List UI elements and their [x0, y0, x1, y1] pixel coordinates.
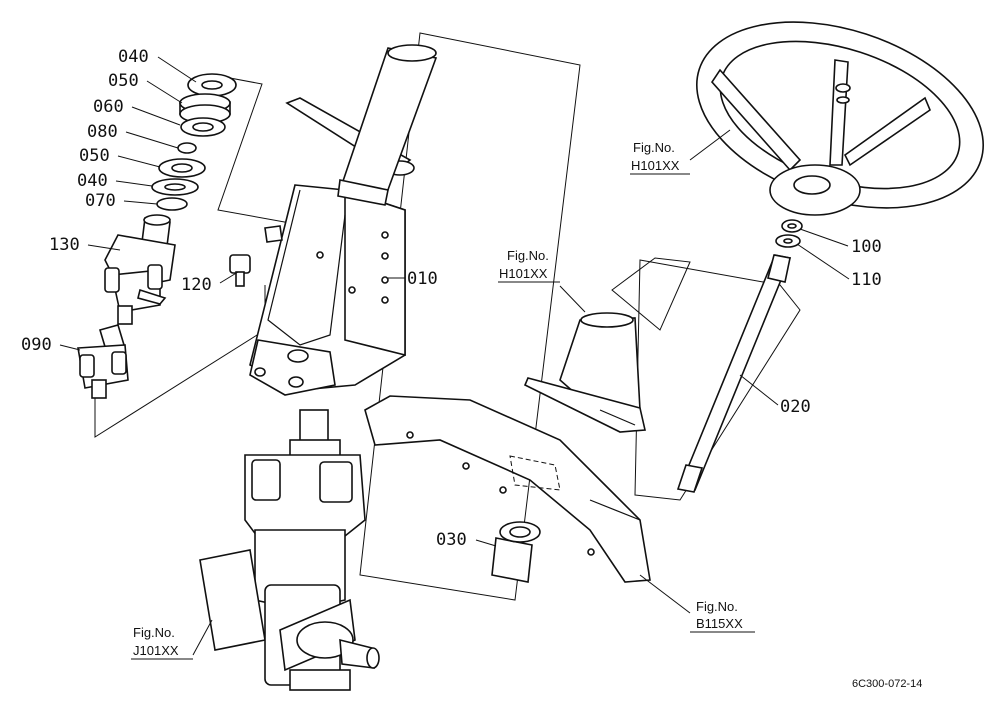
callout-100: 100 [851, 237, 882, 257]
callout-040-bottom: 040 [77, 171, 108, 191]
nut-100 [781, 219, 803, 233]
fig-ref-title-gearbox: Fig.No. [133, 625, 175, 640]
fig-ref-title-steering-wheel: Fig.No. [633, 140, 675, 155]
bushing-030 [491, 521, 541, 583]
fig-ref-code-steering-wheel: H101XX [631, 158, 680, 173]
washer-110 [775, 234, 801, 248]
callout-050-bottom: 050 [79, 146, 110, 166]
callout-010: 010 [407, 269, 438, 289]
universal-joint-090 [77, 324, 129, 399]
fig-ref-code-panel: B115XX [696, 616, 743, 631]
bolt-120 [229, 254, 251, 287]
leader-lines [59, 56, 850, 660]
cover-group-outline [611, 257, 691, 331]
callout-030: 030 [436, 530, 467, 550]
callout-110: 110 [851, 270, 882, 290]
shaft-group-outline [634, 259, 801, 501]
callout-130: 130 [49, 235, 80, 255]
callout-040-top: 040 [118, 47, 149, 67]
fig-ref-title-cover: Fig.No. [507, 248, 549, 263]
universal-joint-130 [104, 214, 176, 325]
bearing-group-outline [213, 74, 341, 233]
callout-060: 060 [93, 97, 124, 117]
steering-shaft-020 [676, 254, 792, 493]
callout-090: 090 [21, 335, 52, 355]
fig-ref-code-gearbox: J101XX [133, 643, 179, 658]
fig-ref-code-cover: H101XX [499, 266, 548, 281]
drawing-code: 6C300-072-14 [852, 678, 922, 690]
callout-020: 020 [780, 397, 811, 417]
steering-gearbox [199, 409, 380, 691]
dash-panel [364, 395, 651, 583]
bearing-stack [151, 73, 237, 211]
callout-080: 080 [87, 122, 118, 142]
column-bracket [249, 97, 415, 396]
fig-ref-title-panel: Fig.No. [696, 599, 738, 614]
callout-120: 120 [181, 275, 212, 295]
column-cover [523, 312, 646, 433]
callout-050-top: 050 [108, 71, 139, 91]
column-group-outline [359, 32, 581, 601]
callout-070: 070 [85, 191, 116, 211]
column-tube [337, 44, 438, 206]
steering-wheel [696, 21, 984, 216]
